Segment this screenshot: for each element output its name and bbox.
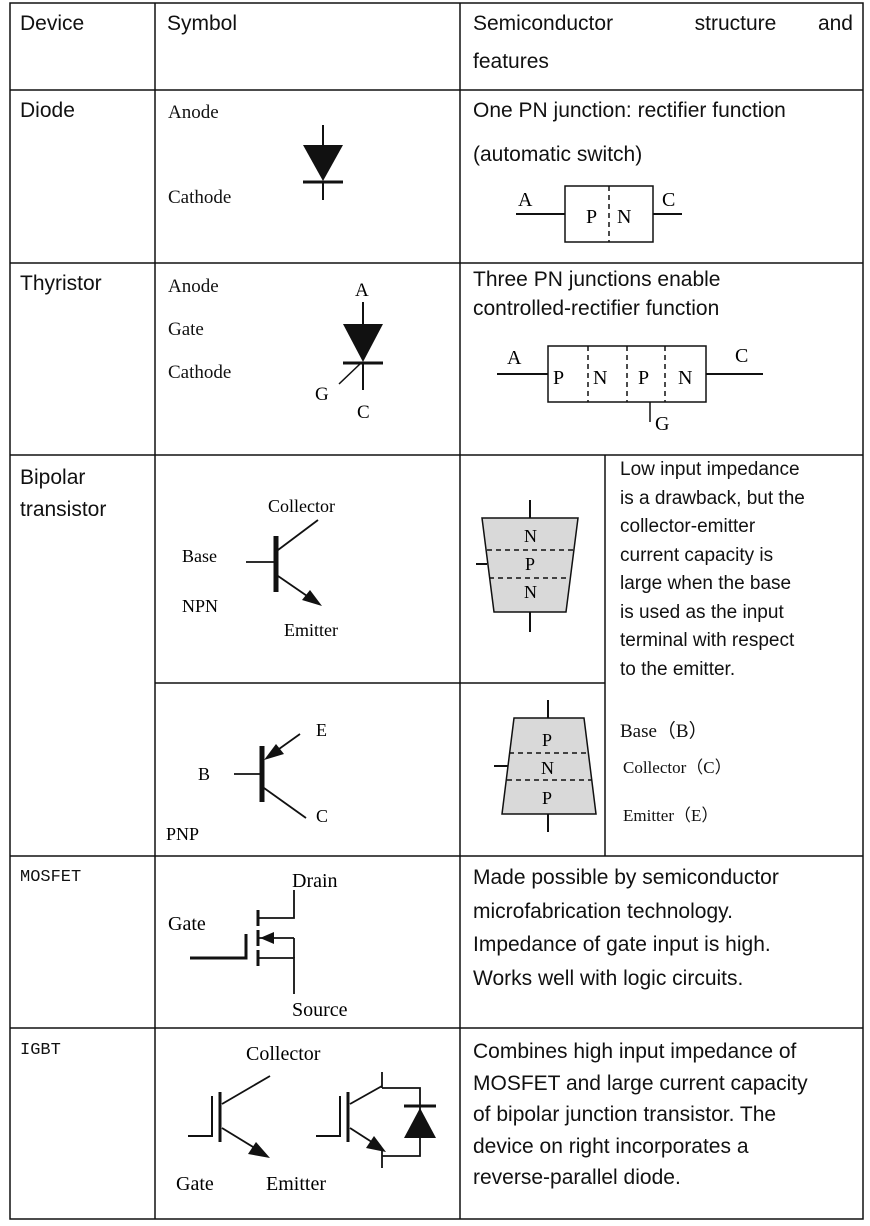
igbt-gate-label: Gate bbox=[176, 1173, 214, 1195]
thyristor-sym-c: C bbox=[357, 402, 370, 423]
pnp-b-label: B bbox=[198, 764, 210, 784]
npn-symbol-icon: Collector Base NPN Emitter bbox=[182, 496, 338, 640]
pnp-layer-1: P bbox=[542, 730, 552, 750]
npn-base-label: Base bbox=[182, 546, 217, 566]
npn-layer-3: N bbox=[524, 582, 537, 602]
pnp-structure-diagram: P N P bbox=[494, 700, 597, 832]
bipolar-legend-emitter: Emitter（E） bbox=[623, 806, 719, 825]
bipolar-feature-line-7: terminal with respect bbox=[620, 630, 795, 651]
pnp-symbol-icon: E B C PNP bbox=[166, 720, 328, 844]
npn-layer-2: P bbox=[525, 554, 535, 574]
bipolar-legend-base: Base（B） bbox=[620, 721, 708, 742]
npn-emitter-label: Emitter bbox=[284, 620, 338, 640]
pnp-type-label: PNP bbox=[166, 824, 199, 844]
igbt-feature-line-1: Combines high input impedance of bbox=[473, 1040, 797, 1063]
thyristor-feature-text: Three PN junctions enable controlled-rec… bbox=[473, 265, 720, 323]
header-structure: Semiconductor structure and features bbox=[473, 12, 853, 74]
thyristor-struct-c-label: C bbox=[735, 345, 748, 367]
mosfet-drain-label: Drain bbox=[292, 870, 338, 892]
npn-structure-diagram: N P N bbox=[476, 500, 579, 632]
mosfet-feature-line-4: Works well with logic circuits. bbox=[473, 966, 744, 990]
igbt-feature-line-3: of bipolar junction transistor. The bbox=[473, 1103, 777, 1126]
pnp-layer-3: P bbox=[542, 788, 552, 808]
device-bipolar: Bipolar transistor bbox=[20, 462, 106, 526]
bipolar-feature-line-2: is a drawback, but the bbox=[620, 487, 805, 509]
diode-cathode-label: Cathode bbox=[168, 187, 232, 208]
device-diode: Diode bbox=[20, 99, 75, 122]
igbt-feature-line-5: reverse-parallel diode. bbox=[473, 1166, 681, 1189]
thyristor-structure-diagram: A C G P N P N bbox=[497, 345, 763, 435]
igbt-feature-line-2: MOSFET and large current capacity bbox=[473, 1071, 808, 1095]
diode-structure-diagram: A C P N bbox=[516, 185, 682, 243]
diode-feature-line-2: (automatic switch) bbox=[473, 143, 643, 166]
header-structure-word-2: structure bbox=[694, 12, 777, 35]
thyristor-feature-line-1: Three PN junctions enable bbox=[473, 268, 721, 291]
bipolar-legend-collector: Collector（C） bbox=[623, 758, 732, 777]
bipolar-feature-line-3: collector-emitter bbox=[620, 516, 756, 537]
mosfet-feature-text: Made possible by semiconductor microfabr… bbox=[473, 861, 779, 995]
thyristor-layer-1: P bbox=[553, 367, 564, 389]
header-structure-word-3: and bbox=[817, 12, 853, 35]
header-device: Device bbox=[20, 12, 85, 35]
npn-type-label: NPN bbox=[182, 596, 218, 616]
device-bipolar-line-1: Bipolar bbox=[20, 466, 86, 489]
thyristor-sym-a: A bbox=[355, 280, 369, 301]
header-symbol: Symbol bbox=[167, 12, 238, 35]
bipolar-feature-line-4: current capacity is bbox=[620, 544, 774, 566]
thyristor-sym-g: G bbox=[315, 384, 329, 405]
diode-struct-n-label: N bbox=[617, 206, 631, 228]
thyristor-feature-line-2: controlled-rectifier function bbox=[473, 297, 720, 320]
mosfet-gate-label: Gate bbox=[168, 913, 206, 935]
pnp-c-label: C bbox=[316, 806, 328, 826]
thyristor-layer-4: N bbox=[678, 367, 692, 389]
device-bipolar-line-2: transistor bbox=[20, 498, 107, 521]
diode-feature-line-1: One PN junction: rectifier function bbox=[473, 99, 786, 122]
device-igbt: IGBT bbox=[20, 1041, 61, 1060]
thyristor-struct-g-label: G bbox=[655, 413, 669, 435]
header-structure-word-1: Semiconductor bbox=[473, 12, 614, 35]
mosfet-feature-line-1: Made possible by semiconductor bbox=[473, 866, 779, 889]
igbt-collector-label: Collector bbox=[246, 1043, 321, 1065]
diode-struct-p-label: P bbox=[586, 206, 597, 228]
diode-struct-a-label: A bbox=[518, 189, 533, 211]
pnp-e-label: E bbox=[316, 720, 327, 740]
diode-feature-text: One PN junction: rectifier function (aut… bbox=[473, 96, 786, 170]
bipolar-feature-line-1: Low input impedance bbox=[620, 459, 800, 480]
thyristor-layer-2: N bbox=[593, 367, 607, 389]
igbt-symbol-icon: Collector Gate Emitter bbox=[176, 1043, 436, 1195]
igbt-emitter-label: Emitter bbox=[266, 1173, 326, 1195]
thyristor-symbol-icon: A G C bbox=[315, 280, 383, 423]
pnp-layer-2: N bbox=[541, 758, 554, 778]
thyristor-gate-label: Gate bbox=[168, 319, 204, 340]
mosfet-source-label: Source bbox=[292, 999, 348, 1021]
diode-symbol-icon bbox=[303, 125, 343, 200]
diode-anode-label: Anode bbox=[168, 102, 219, 123]
thyristor-anode-label: Anode bbox=[168, 276, 219, 297]
thyristor-cathode-label: Cathode bbox=[168, 362, 232, 383]
bipolar-feature-line-8: to the emitter. bbox=[620, 658, 736, 680]
mosfet-feature-line-3: Impedance of gate input is high. bbox=[473, 933, 771, 956]
npn-layer-1: N bbox=[524, 526, 537, 546]
thyristor-layer-3: P bbox=[638, 367, 649, 389]
bipolar-feature-line-5: large when the base bbox=[620, 573, 792, 594]
npn-collector-label: Collector bbox=[268, 496, 335, 516]
mosfet-feature-line-2: microfabrication technology. bbox=[473, 899, 733, 923]
bipolar-feature-text: Low input impedance is a drawback, but t… bbox=[620, 456, 805, 684]
thyristor-struct-a-label: A bbox=[507, 347, 522, 369]
mosfet-symbol-icon: Drain Gate Source bbox=[168, 870, 348, 1021]
diode-struct-c-label: C bbox=[662, 189, 675, 211]
device-mosfet: MOSFET bbox=[20, 868, 82, 887]
bipolar-feature-line-6: is used as the input bbox=[620, 601, 784, 623]
device-thyristor: Thyristor bbox=[20, 272, 102, 295]
igbt-feature-line-4: device on right incorporates a bbox=[473, 1134, 749, 1158]
header-structure-word-4: features bbox=[473, 50, 549, 73]
igbt-feature-text: Combines high input impedance of MOSFET … bbox=[473, 1036, 808, 1194]
